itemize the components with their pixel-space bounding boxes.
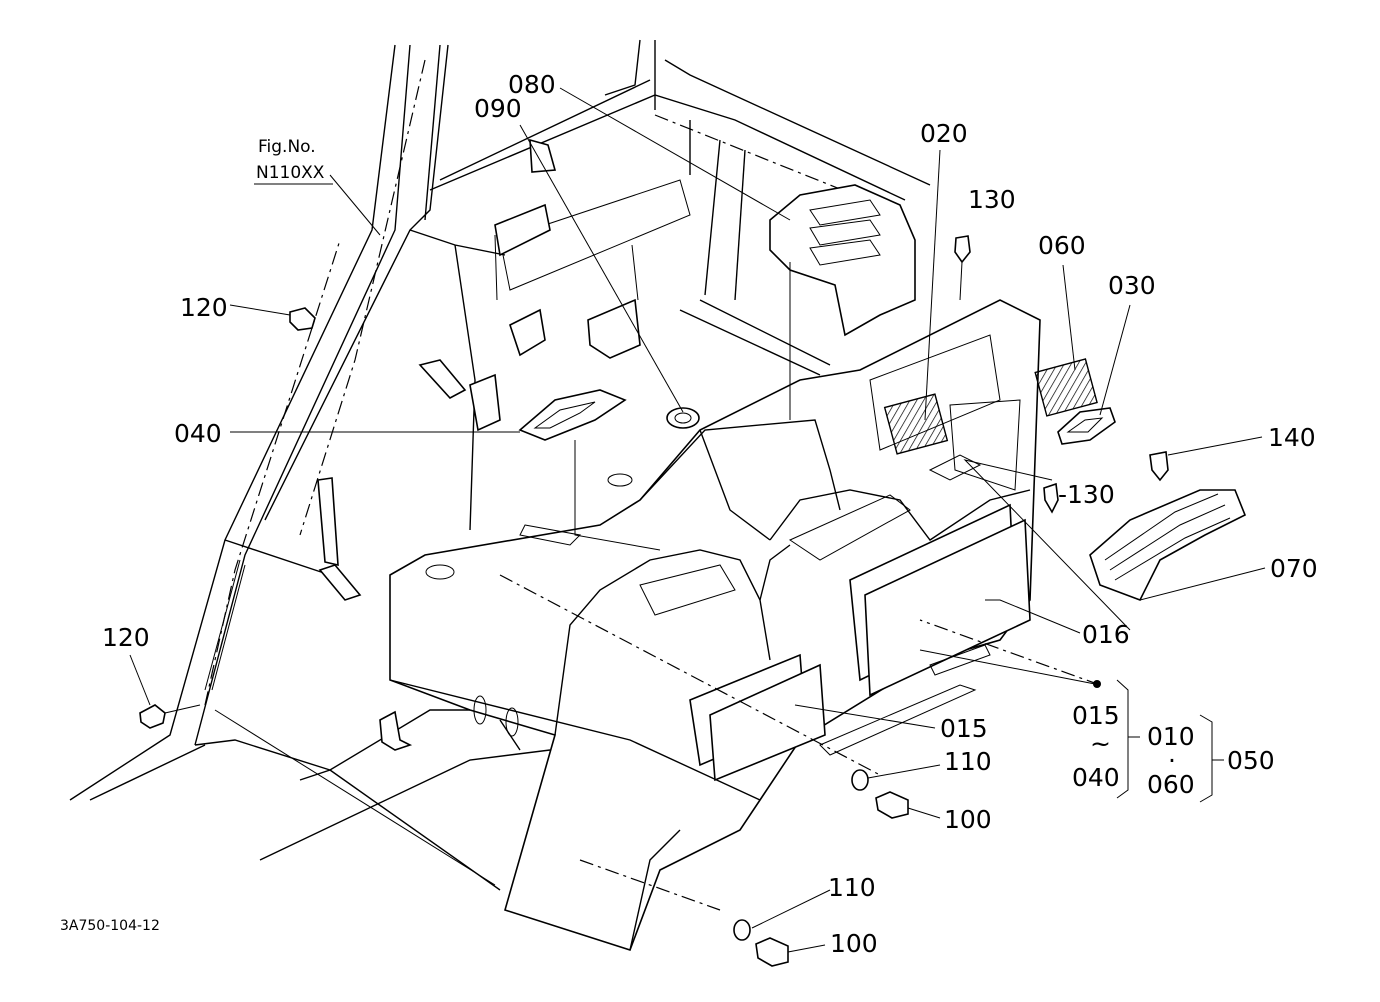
legend-range-end: 040	[1072, 763, 1120, 792]
callout-100-lower: 100	[830, 929, 878, 958]
callout-120-top: 120	[180, 293, 228, 322]
callout-110-lower: 110	[828, 873, 876, 902]
callout-090: 090	[474, 94, 522, 123]
part-020-label	[883, 393, 949, 455]
side-mats	[689, 503, 1031, 782]
legend-assembly: 050	[1227, 746, 1275, 775]
legend-set-b: 060	[1147, 770, 1195, 799]
figure-ref-line1: Fig.No.	[258, 137, 316, 157]
part-030-grommet	[1057, 407, 1116, 445]
drawing-code: 3A750-104-12	[60, 918, 160, 934]
legend-range-start: 015	[1072, 701, 1120, 730]
callout-020: 020	[920, 119, 968, 148]
legend-dot: ·	[1168, 746, 1176, 775]
callout-015: 015	[940, 714, 988, 743]
callout-070: 070	[1270, 554, 1318, 583]
callout-016: 016	[1082, 620, 1130, 649]
callout-130-top: 130	[968, 185, 1016, 214]
callout-030: 030	[1108, 271, 1156, 300]
callout-080: 080	[508, 70, 556, 99]
callout-120-bottom: 120	[102, 623, 150, 652]
fasteners	[139, 235, 1169, 967]
callout-110-upper: 110	[944, 747, 992, 776]
rear-wall-brackets	[317, 138, 641, 601]
part-060-label	[1034, 358, 1098, 417]
figure-ref-line2: N110XX	[256, 163, 325, 183]
callout-140: 140	[1268, 423, 1316, 452]
legend-set-a: 010	[1147, 722, 1195, 751]
legend-brackets	[1116, 679, 1224, 803]
cab-frame	[69, 44, 551, 861]
callout-040: 040	[174, 419, 222, 448]
part-040-grommet	[518, 389, 627, 441]
part-070-step-mat	[1089, 489, 1247, 602]
floor-plate	[299, 695, 521, 891]
callout-100-upper: 100	[944, 805, 992, 834]
part-090-grommet	[666, 407, 700, 429]
callout-130-mid: -130	[1058, 480, 1115, 509]
leader-lines	[129, 87, 1266, 953]
part-080-cushion	[769, 184, 916, 337]
legend-tilde: ~	[1090, 729, 1111, 758]
callout-060: 060	[1038, 231, 1086, 260]
